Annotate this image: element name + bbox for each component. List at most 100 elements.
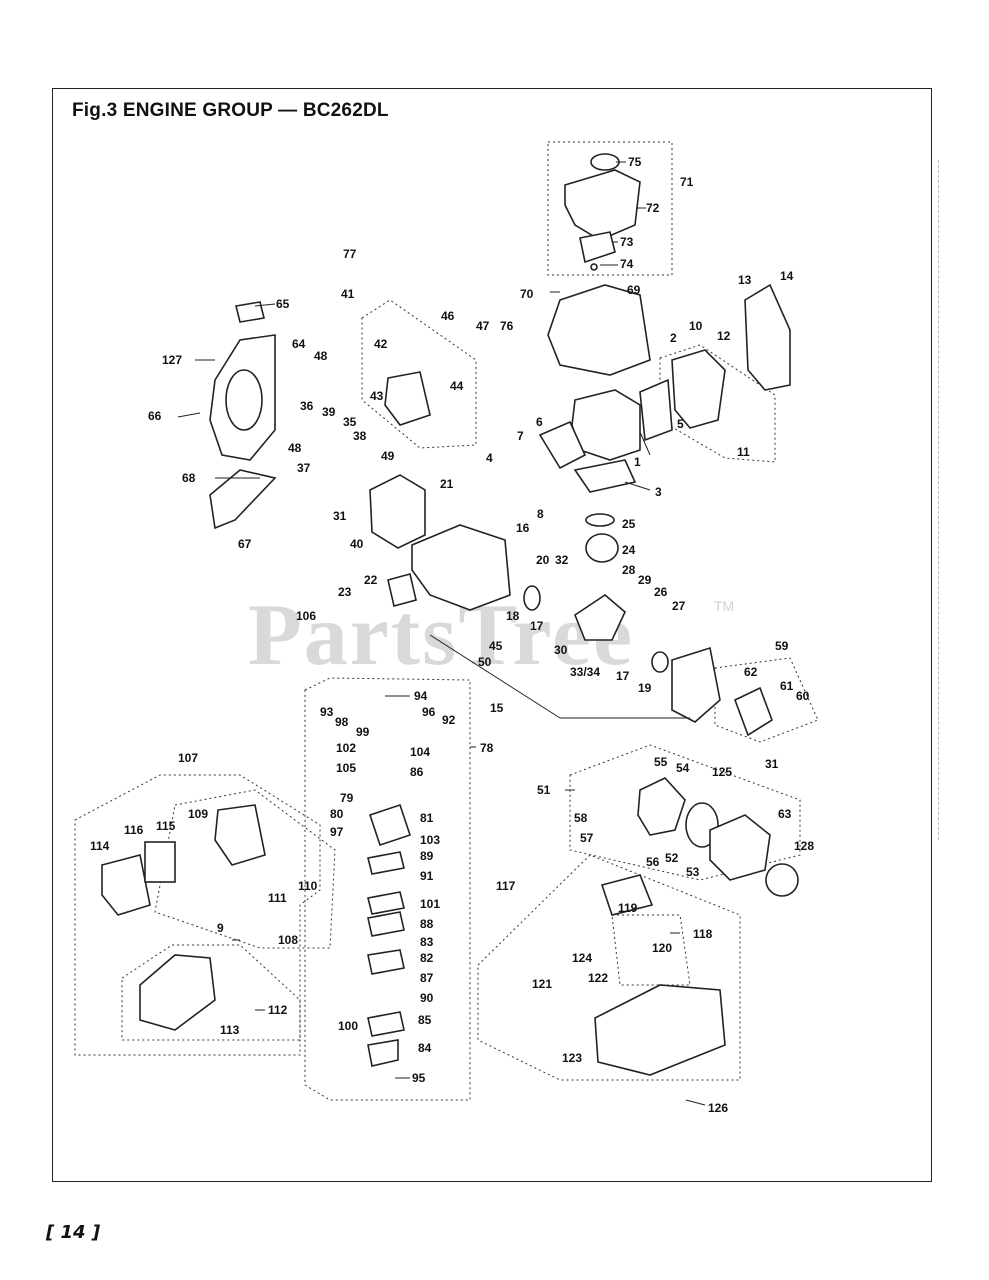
part-label-117: 117: [496, 879, 516, 893]
part-label-126: 126: [708, 1101, 728, 1115]
part-shape-72: [564, 169, 641, 241]
part-label-90: 90: [420, 991, 434, 1005]
part-shape-3: [573, 459, 637, 493]
part-label-13: 13: [738, 273, 752, 287]
part-label-58: 58: [574, 811, 588, 825]
part-label-106: 106: [296, 609, 316, 623]
part-label-32: 32: [555, 553, 569, 567]
part-label-82: 82: [420, 951, 434, 965]
part-label-70: 70: [520, 287, 534, 301]
part-label-51: 51: [537, 783, 551, 797]
part-shape-128: [765, 863, 799, 897]
part-label-54: 54: [676, 761, 690, 775]
page-number-value: 14: [60, 1222, 86, 1243]
part-shape-52: [637, 777, 686, 836]
part-label-17a: 17: [530, 619, 544, 633]
part-shape-44: [384, 371, 431, 426]
part-label-9: 9: [217, 921, 224, 935]
part-shape-65: [235, 301, 265, 323]
part-label-17b: 17: [616, 669, 630, 683]
part-label-47: 47: [476, 319, 490, 333]
part-label-94: 94: [414, 689, 428, 703]
part-label-67: 67: [238, 537, 252, 551]
part-label-2: 2: [670, 331, 677, 345]
part-shape-75: [590, 153, 620, 171]
part-shape-tank: [594, 984, 726, 1076]
part-shape-85: [367, 1011, 405, 1037]
part-label-59: 59: [775, 639, 789, 653]
part-shape-108: [214, 804, 266, 866]
part-label-99: 99: [356, 725, 370, 739]
part-shape-crankcase: [411, 524, 511, 611]
part-label-16: 16: [516, 521, 530, 535]
part-shape-88: [367, 911, 405, 937]
part-shape-114: [101, 854, 151, 916]
part-shape-116: [144, 841, 176, 883]
part-label-28: 28: [622, 563, 636, 577]
part-label-112: 112: [268, 1003, 288, 1017]
part-label-66: 66: [148, 409, 162, 423]
part-label-69: 69: [627, 283, 641, 297]
part-label-11: 11: [737, 445, 750, 459]
scan-edge: [938, 160, 940, 840]
part-shape-22: [387, 573, 417, 607]
part-label-20: 20: [536, 553, 550, 567]
part-label-44: 44: [450, 379, 464, 393]
page-number: [ 14 ]: [46, 1222, 101, 1243]
part-label-100: 100: [338, 1019, 358, 1033]
part-labels: 1 2 3 4 5 6 7 8 9 10 11 12 13 14 15 16 1…: [90, 155, 814, 1115]
part-label-105: 105: [336, 761, 356, 775]
part-shape-10: [671, 349, 726, 429]
part-label-31a: 31: [333, 509, 347, 523]
part-label-72: 72: [646, 201, 660, 215]
part-label-121: 121: [532, 977, 552, 991]
part-label-119: 119: [618, 901, 638, 915]
part-label-56: 56: [646, 855, 660, 869]
part-label-85: 85: [418, 1013, 432, 1027]
part-label-78: 78: [480, 741, 494, 755]
part-shape-118: [600, 874, 654, 916]
part-label-71: 71: [680, 175, 694, 189]
part-shape-60: [733, 686, 773, 737]
part-shape-84: [367, 1039, 399, 1067]
part-shape-5: [639, 378, 673, 442]
part-label-107: 107: [178, 751, 198, 765]
part-label-83: 83: [420, 935, 434, 949]
group-108: [154, 789, 336, 949]
part-label-45: 45: [489, 639, 503, 653]
group-outlines: [74, 141, 819, 1101]
part-label-115: 115: [156, 819, 176, 833]
part-label-128: 128: [794, 839, 814, 853]
part-shape-73: [579, 231, 616, 264]
part-shape-69: [547, 284, 651, 376]
part-label-27: 27: [672, 599, 686, 613]
part-label-77: 77: [343, 247, 357, 261]
part-shape-6: [538, 420, 587, 470]
figure-title: Fig.3 ENGINE GROUP — BC262DL: [72, 100, 389, 121]
part-label-18: 18: [506, 609, 520, 623]
part-label-35: 35: [343, 415, 357, 429]
part-shape-30: [574, 593, 626, 641]
part-label-101: 101: [420, 897, 440, 911]
part-label-3: 3: [655, 485, 662, 499]
part-shape-64-inner: [225, 369, 263, 431]
part-label-6: 6: [536, 415, 543, 429]
part-shape-74: [590, 263, 598, 271]
part-shape-101: [367, 891, 405, 915]
part-label-76: 76: [500, 319, 514, 333]
part-label-96: 96: [422, 705, 436, 719]
part-shape-89: [367, 851, 405, 875]
part-label-65: 65: [276, 297, 290, 311]
part-label-40: 40: [350, 537, 364, 551]
watermark-tm: TM: [714, 598, 735, 614]
part-label-52: 52: [665, 851, 679, 865]
part-label-15: 15: [490, 701, 504, 715]
part-label-79: 79: [340, 791, 354, 805]
part-label-25: 25: [622, 517, 636, 531]
part-label-1: 1: [634, 455, 641, 469]
part-label-63: 63: [778, 807, 792, 821]
part-label-113: 113: [220, 1023, 240, 1037]
part-shape-24: [585, 533, 619, 563]
part-label-123: 123: [562, 1051, 582, 1065]
